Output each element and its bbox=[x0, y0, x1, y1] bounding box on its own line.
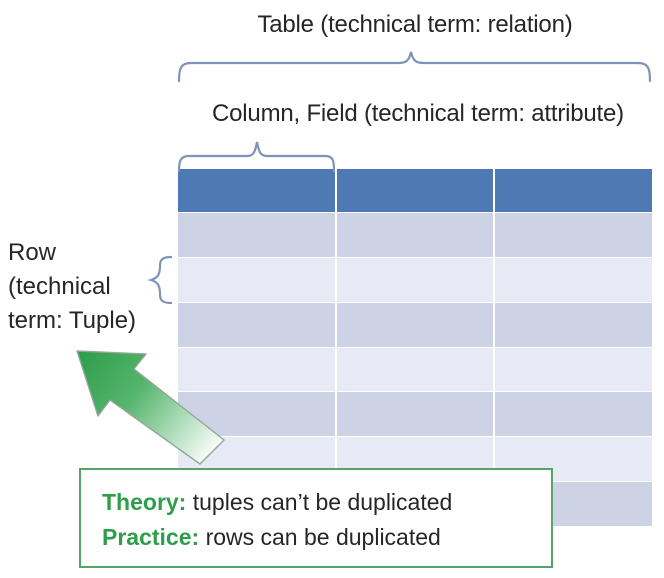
table-cell bbox=[495, 347, 652, 392]
practice-label: Practice: bbox=[102, 524, 200, 550]
table-header-cell bbox=[336, 169, 494, 212]
table-cell bbox=[178, 257, 335, 302]
theory-text: tuples can’t be duplicated bbox=[192, 489, 453, 515]
table-cell bbox=[336, 257, 494, 302]
table-cell bbox=[336, 213, 494, 257]
table-cell bbox=[336, 302, 494, 347]
theory-line: Theory: tuples can’t be duplicated bbox=[102, 485, 551, 520]
table-cell bbox=[495, 213, 652, 257]
theory-practice-box: Theory: tuples can’t be duplicated Pract… bbox=[79, 468, 553, 568]
row-brace bbox=[147, 255, 173, 305]
table-cell bbox=[495, 302, 652, 347]
theory-label: Theory: bbox=[102, 489, 187, 515]
table-header-cell bbox=[178, 169, 335, 212]
table-cell bbox=[178, 213, 335, 257]
table-cell bbox=[178, 392, 335, 437]
column-term-heading: Column, Field (technical term: attribute… bbox=[212, 100, 624, 127]
table-cell bbox=[178, 347, 335, 392]
table-header-cell bbox=[495, 169, 652, 212]
relation-table bbox=[178, 169, 652, 526]
practice-line: Practice: rows can be duplicated bbox=[102, 520, 551, 555]
table-cell bbox=[336, 392, 494, 437]
column-brace bbox=[177, 141, 336, 173]
table-cell bbox=[495, 392, 652, 437]
table-cell bbox=[178, 302, 335, 347]
table-brace bbox=[177, 51, 652, 83]
table-cell bbox=[495, 257, 652, 302]
row-term-label: Row (technical term: Tuple) bbox=[8, 239, 137, 334]
table-term-heading: Table (technical term: relation) bbox=[257, 11, 573, 38]
practice-text: rows can be duplicated bbox=[205, 524, 441, 550]
table-cell bbox=[336, 347, 494, 392]
